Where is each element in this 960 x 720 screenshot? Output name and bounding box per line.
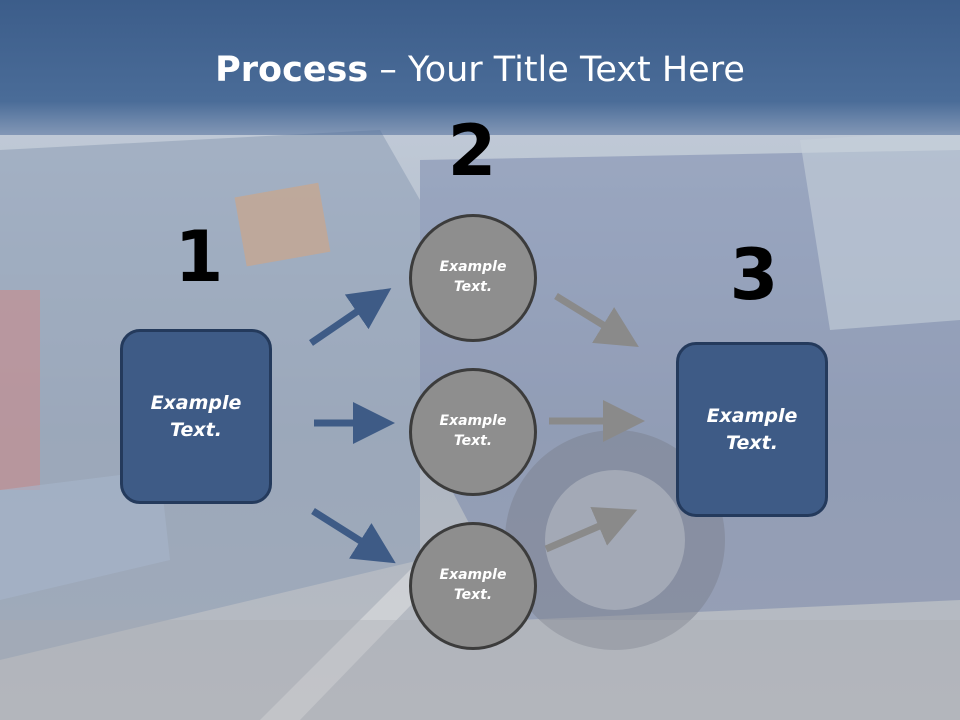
slide-title: Process – Your Title Text Here	[0, 50, 960, 90]
step-circle-top-label: Example Text.	[439, 259, 507, 295]
step-number-2: 2	[447, 110, 497, 192]
title-bold: Process	[215, 50, 369, 90]
step-circle-top[interactable]: Example Text.	[409, 214, 537, 342]
step-number-3: 3	[729, 234, 779, 316]
step-box-3-label: Example Text.	[706, 404, 798, 454]
arrow-box1-to-circle-bottom	[311, 508, 396, 564]
step-circle-bottom-label: Example Text.	[439, 567, 507, 603]
arrow-circle-bottom-to-box3	[544, 507, 638, 553]
title-rest: – Your Title Text Here	[368, 50, 745, 90]
arrow-circle-top-to-box3	[554, 293, 639, 348]
step-circle-bottom[interactable]: Example Text.	[409, 522, 537, 650]
arrow-box1-to-circle-top	[309, 288, 392, 346]
step-number-1: 1	[174, 216, 224, 298]
step-box-1[interactable]: Example Text.	[120, 329, 272, 504]
step-circle-middle-label: Example Text.	[439, 413, 507, 449]
step-box-3[interactable]: Example Text.	[676, 342, 828, 517]
step-circle-middle[interactable]: Example Text.	[409, 368, 537, 496]
step-box-1-label: Example Text.	[150, 391, 242, 441]
title-bar	[0, 0, 960, 135]
